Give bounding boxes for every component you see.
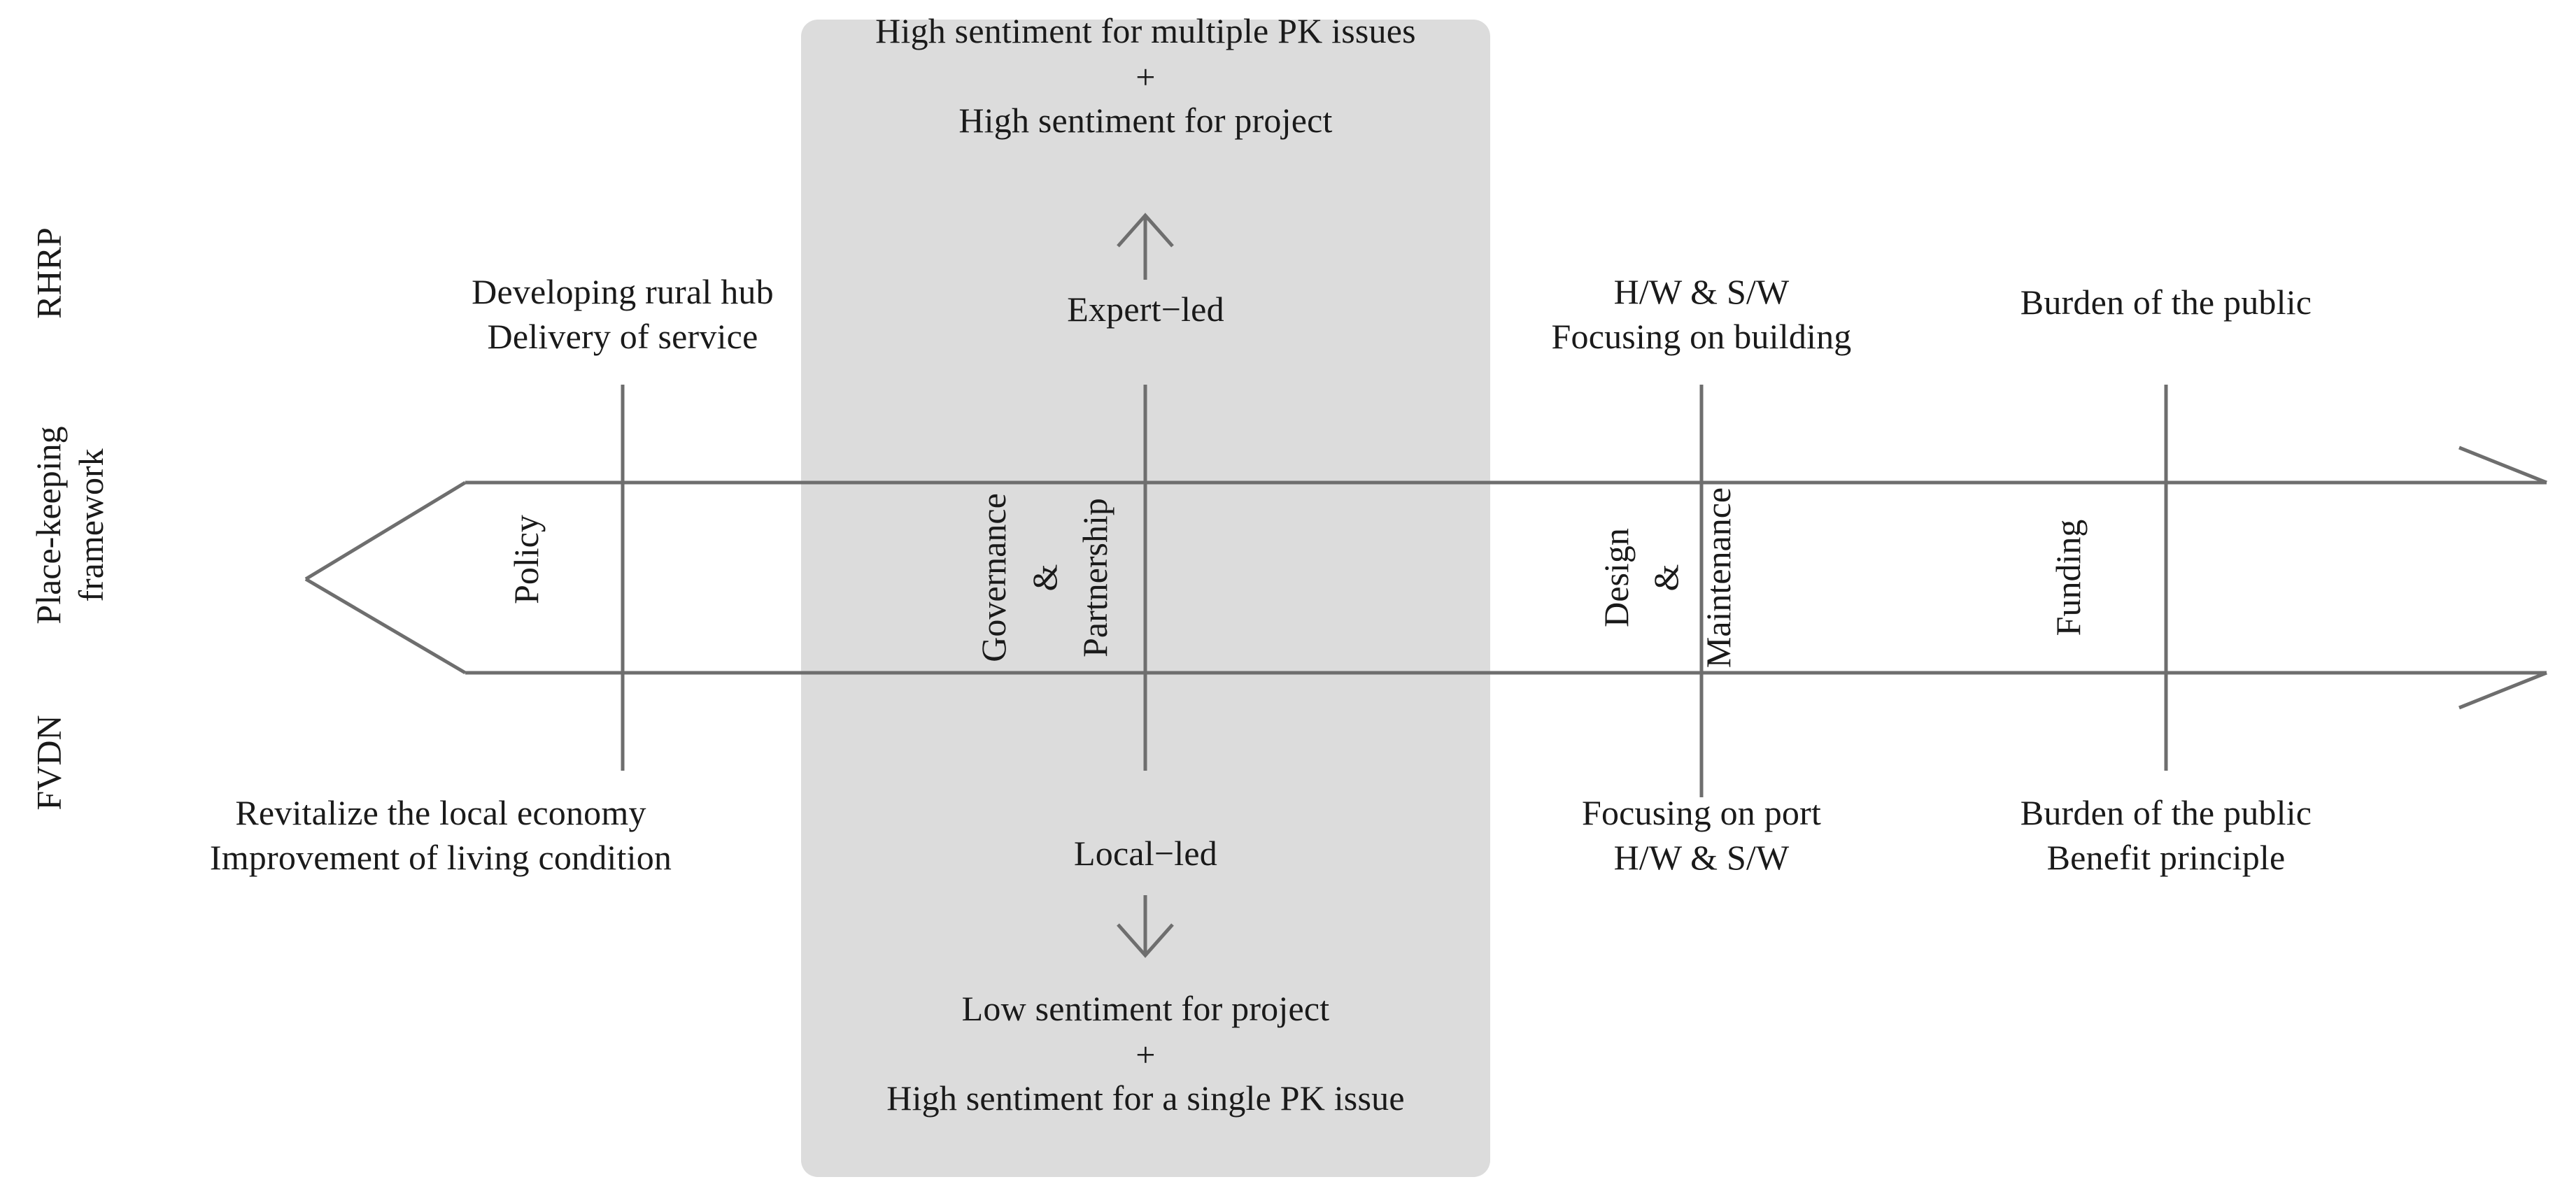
- high-sentiment-single-pk-issue: High sentiment for a single PK issue: [886, 1078, 1405, 1118]
- bottom-block-plus-sign: +: [1135, 1035, 1156, 1074]
- band-left-chevron-upper: [304, 480, 467, 581]
- fvdn-note-policy: Revitalize the local economy Improvement…: [209, 793, 672, 877]
- stage-label-policy: Policy: [507, 515, 546, 604]
- rhrp-note-policy: Developing rural hub Delivery of service: [472, 272, 774, 356]
- rhrp-note-design-maintenance: H/W & S/W Focusing on building: [1551, 272, 1852, 356]
- stage-label-partnership: Partnership: [1075, 498, 1114, 657]
- low-sentiment-for-project: Low sentiment for project: [961, 989, 1330, 1028]
- band-left-chevron-lower: [304, 577, 467, 675]
- stage-label-design: Design: [1597, 528, 1636, 627]
- high-sentiment-multiple-pk-issues: High sentiment for multiple PK issues: [875, 11, 1416, 50]
- rhrp-note-funding: Burden of the public: [2020, 283, 2312, 322]
- axis-label-rhrp: RHRP: [29, 227, 69, 319]
- stage-label-governance: Governance: [974, 493, 1013, 662]
- band-right-arrow-lower: [2458, 671, 2547, 710]
- expert-led-label: Expert−led: [1067, 290, 1224, 329]
- axis-label-place-keeping-framework: Place-keeping framework: [29, 426, 111, 625]
- stage-label-maintenance: Maintenance: [1699, 487, 1738, 669]
- high-sentiment-for-project: High sentiment for project: [958, 101, 1333, 140]
- stage-label-funding: Funding: [2048, 519, 2088, 636]
- axis-label-fvdn: FVDN: [29, 715, 69, 811]
- fvdn-note-design-maintenance: Focusing on port H/W & S/W: [1581, 793, 1822, 877]
- local-led-label: Local−led: [1074, 834, 1217, 873]
- fvdn-note-funding: Burden of the public Benefit principle: [2020, 793, 2312, 877]
- band-right-arrow-upper: [2458, 445, 2547, 485]
- stage-label-governance-partnership-ampersand: &: [1025, 564, 1064, 592]
- stage-label-design-maintenance-ampersand: &: [1646, 564, 1685, 592]
- top-block-plus-sign: +: [1135, 57, 1156, 97]
